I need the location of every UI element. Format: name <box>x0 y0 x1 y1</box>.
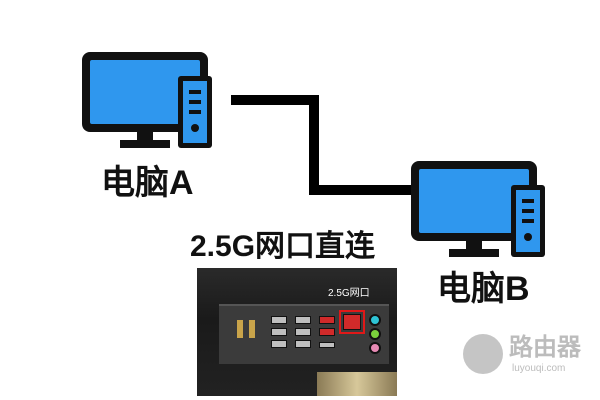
usb-port <box>295 340 311 348</box>
computer-b-icon <box>411 161 561 261</box>
usb-port <box>271 340 287 348</box>
audio-jack <box>369 314 381 326</box>
board-stand <box>317 372 397 396</box>
computer-b-label: 电脑B <box>437 270 530 308</box>
watermark-logo-icon <box>463 334 503 374</box>
usb-port <box>295 328 311 336</box>
watermark-subtext: luyouqi.com <box>512 363 566 374</box>
tower-slot <box>522 199 534 203</box>
pc-tower-icon <box>511 185 545 257</box>
usb-port <box>319 316 335 324</box>
io-panel <box>219 304 389 364</box>
tower-slot <box>522 219 534 223</box>
tower-power-led <box>524 233 532 241</box>
monitor-base <box>120 140 170 148</box>
usb-port <box>295 316 311 324</box>
cable-segment-horizontal-top <box>231 95 319 105</box>
computer-a-label: 电脑A <box>101 164 194 202</box>
connection-caption: 2.5G网口直连 <box>190 230 376 263</box>
tower-slot <box>189 100 201 104</box>
computer-a-icon <box>82 52 232 152</box>
screen <box>419 169 529 233</box>
cable-segment-horizontal-bottom <box>309 185 412 195</box>
tower-slot <box>189 110 201 114</box>
tower-slot <box>522 209 534 213</box>
monitor-neck <box>137 130 153 142</box>
tower-power-led <box>191 124 199 132</box>
usb-port <box>271 316 287 324</box>
antenna-connector <box>249 320 255 338</box>
watermark-text: 路由器 <box>509 334 581 361</box>
ethernet-port-highlight <box>339 310 365 334</box>
usb-port <box>271 328 287 336</box>
usb-port <box>319 328 335 336</box>
cable-segment-vertical <box>309 95 319 195</box>
ethernet-port <box>343 314 361 330</box>
photo-port-label: 2.5G网口 <box>328 288 370 299</box>
audio-jack <box>369 328 381 340</box>
usb-c-port <box>319 342 335 348</box>
motherboard-io-photo: 2.5G网口 <box>197 268 397 396</box>
pc-tower-icon <box>178 76 212 148</box>
monitor-neck <box>466 239 482 251</box>
audio-jack <box>369 342 381 354</box>
antenna-connector <box>237 320 243 338</box>
tower-slot <box>189 90 201 94</box>
monitor-base <box>449 249 499 257</box>
